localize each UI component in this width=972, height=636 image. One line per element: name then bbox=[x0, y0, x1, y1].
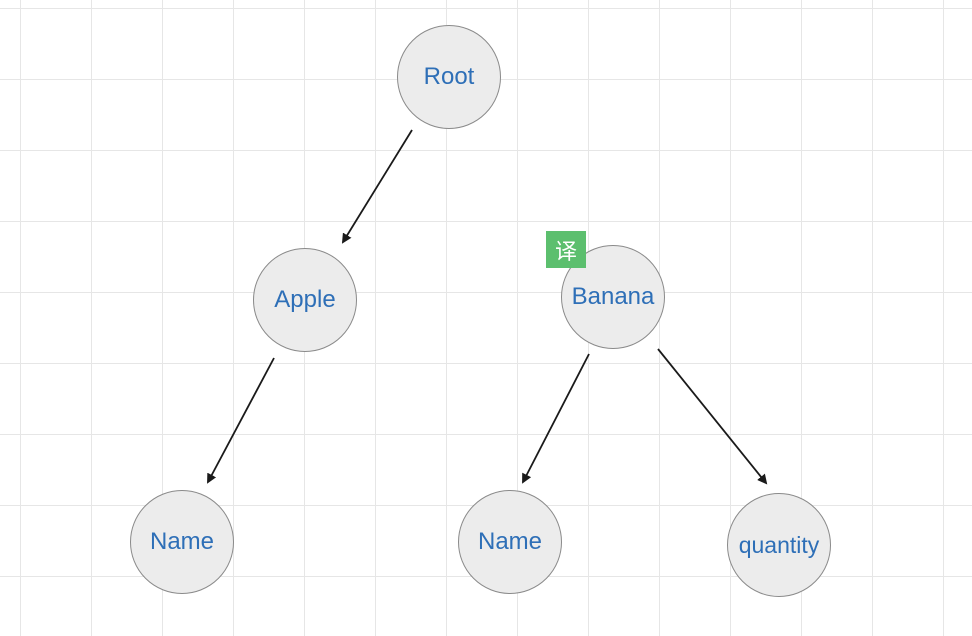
node-apple[interactable]: Apple bbox=[253, 248, 357, 352]
node-label: Banana bbox=[571, 283, 655, 310]
edge-root-apple bbox=[341, 129, 413, 244]
node-banana-quantity[interactable]: quantity bbox=[727, 493, 831, 597]
node-label: quantity bbox=[738, 531, 820, 558]
edge-banana-name bbox=[522, 353, 590, 484]
edge-apple-name bbox=[207, 357, 275, 484]
node-apple-name[interactable]: Name bbox=[130, 490, 234, 594]
node-root[interactable]: Root bbox=[397, 25, 501, 129]
node-label: Name bbox=[149, 528, 215, 555]
node-label: Apple bbox=[274, 286, 336, 313]
translate-badge-icon[interactable]: 译 bbox=[546, 231, 586, 268]
translate-badge-label: 译 bbox=[554, 239, 577, 265]
node-label: Root bbox=[423, 63, 475, 90]
edge-banana-quantity bbox=[657, 348, 768, 485]
node-banana-name[interactable]: Name bbox=[458, 490, 562, 594]
node-label: Name bbox=[477, 528, 543, 555]
